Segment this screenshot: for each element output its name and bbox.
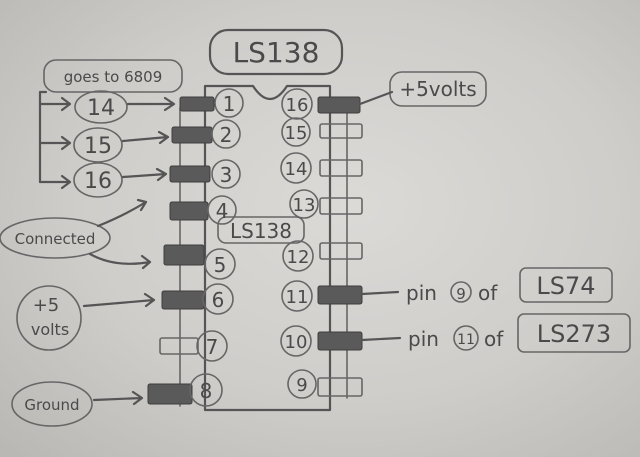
pin2-pad — [171, 126, 213, 144]
arrow-16-to-pin3 — [121, 167, 168, 182]
pin-7-label: 7 — [196, 330, 228, 362]
pin-5-label: 5 — [204, 248, 236, 280]
svg-text:pin: pin — [408, 327, 439, 351]
svg-text:Ground: Ground — [24, 396, 79, 414]
pin11-destination-note: pin 9 of LS74 — [406, 267, 613, 305]
bracket-arrow-14 — [38, 96, 72, 112]
pin4-pad — [169, 201, 209, 221]
pin-15-label: 15 — [281, 117, 311, 147]
svg-text:15: 15 — [84, 134, 112, 159]
arrow-connected-to-pin5 — [88, 252, 152, 270]
pin1-pad — [179, 96, 215, 112]
pin-10-label: 10 — [280, 325, 312, 357]
svg-text:+5volts: +5volts — [399, 77, 476, 101]
pin7-pad — [159, 337, 199, 355]
chip-body-label: LS138 — [230, 219, 292, 243]
port-15-oval: 15 — [73, 127, 123, 163]
pin-4-label: 4 — [207, 195, 237, 225]
svg-text:11: 11 — [286, 287, 309, 308]
svg-text:4: 4 — [216, 199, 229, 223]
pin13-pad — [319, 197, 363, 215]
pin-12-label: 12 — [282, 240, 314, 272]
svg-text:of: of — [478, 281, 498, 305]
chip-title-box — [208, 28, 344, 76]
connected-note: Connected — [0, 217, 111, 259]
pin-9-label: 9 — [287, 369, 317, 399]
svg-text:volts: volts — [31, 320, 69, 339]
line-pin11-to-ls74 — [360, 290, 400, 296]
arrow-plus5-to-pin6 — [82, 292, 156, 308]
line-pin10-to-ls273 — [360, 336, 402, 342]
bracket-arrow-15 — [38, 135, 72, 151]
pin10-destination-note: pin 11 of LS273 — [408, 313, 631, 353]
svg-text:14: 14 — [285, 159, 308, 180]
svg-text:3: 3 — [220, 163, 233, 187]
chip-body — [203, 84, 332, 412]
pin3-pad — [169, 165, 211, 183]
pin15-pad — [319, 123, 363, 139]
svg-text:of: of — [484, 327, 504, 351]
plus5-volts-left-note: +5 volts — [16, 285, 82, 351]
pin16-pad — [317, 96, 361, 114]
arrow-ground-to-pin8 — [92, 390, 144, 406]
chip-body-label-box — [217, 216, 305, 244]
svg-text:1: 1 — [223, 92, 236, 116]
svg-text:14: 14 — [87, 96, 115, 121]
bracket-arrow-16 — [38, 174, 72, 190]
svg-text:10: 10 — [285, 332, 308, 353]
pin11-pad — [317, 285, 363, 305]
pin12-pad — [319, 242, 363, 260]
svg-text:Connected: Connected — [15, 230, 96, 248]
port-16-oval: 16 — [73, 162, 123, 198]
svg-text:6: 6 — [212, 288, 225, 312]
svg-text:9: 9 — [456, 285, 466, 303]
pin8-pad — [147, 383, 193, 405]
svg-text:11: 11 — [457, 332, 475, 348]
svg-text:LS74: LS74 — [536, 272, 595, 300]
goes-to-6809-note: goes to 6809 — [43, 59, 183, 93]
pin6-pad — [161, 290, 205, 310]
svg-text:goes to 6809: goes to 6809 — [64, 68, 163, 86]
line-pin16-to-plus5 — [358, 90, 394, 106]
svg-text:16: 16 — [84, 169, 112, 194]
pin-3-label: 3 — [211, 159, 241, 189]
port-14-oval: 14 — [74, 90, 128, 124]
svg-text:13: 13 — [293, 195, 316, 216]
svg-text:16: 16 — [286, 95, 309, 116]
pin-8-label: 8 — [189, 373, 223, 407]
svg-text:12: 12 — [287, 247, 310, 268]
pin-14-label: 14 — [280, 152, 312, 184]
plus5-volts-right-note: +5volts — [389, 71, 487, 107]
pin-11-label: 11 — [281, 280, 313, 312]
svg-text:15: 15 — [285, 123, 308, 144]
pin-13-label: 13 — [289, 189, 319, 219]
pin14-pad — [319, 159, 363, 177]
svg-text:5: 5 — [214, 253, 227, 277]
pin5-pad — [163, 244, 205, 266]
pin-1-label: 1 — [214, 88, 244, 118]
svg-text:8: 8 — [200, 379, 213, 403]
arrow-15-to-pin2 — [121, 130, 170, 145]
svg-text:pin: pin — [406, 281, 437, 305]
arrow-14-to-pin1 — [126, 96, 176, 112]
svg-text:+5: +5 — [33, 295, 60, 316]
pin-2-label: 2 — [211, 119, 241, 149]
svg-text:2: 2 — [220, 123, 233, 147]
arrow-connected-to-pin4 — [96, 198, 148, 228]
chip-title: LS138 — [233, 36, 320, 69]
pin10-pad — [317, 331, 363, 351]
pin9-pad — [317, 377, 363, 397]
svg-text:9: 9 — [296, 375, 307, 396]
goes-to-bracket — [38, 90, 48, 184]
pin-16-label: 16 — [281, 88, 313, 120]
svg-text:LS273: LS273 — [537, 320, 611, 348]
svg-text:7: 7 — [206, 335, 219, 359]
pin-6-label: 6 — [202, 283, 234, 315]
ground-note: Ground — [11, 381, 93, 427]
